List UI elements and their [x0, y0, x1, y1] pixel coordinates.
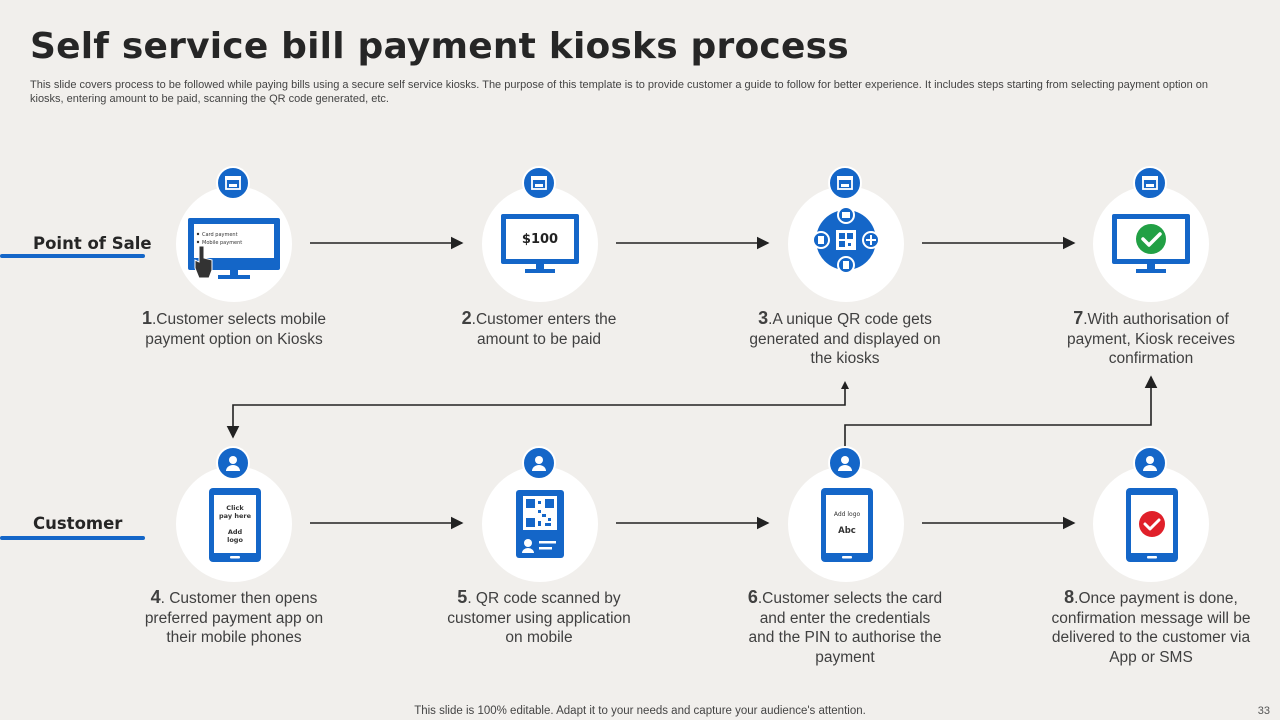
- page-number: 33: [1257, 705, 1270, 717]
- step-3-number: 3: [758, 308, 769, 328]
- kiosk-store-icon: [828, 166, 862, 200]
- step-4-text: 4. Customer then opens preferred payment…: [134, 587, 334, 648]
- step-2-text: 2.Customer enters the amount to be paid: [439, 308, 639, 349]
- mobile-card-icon: Add logo Abc: [821, 488, 873, 562]
- footer-note: This slide is 100% editable. Adapt it to…: [414, 705, 866, 717]
- user-icon: [216, 446, 250, 480]
- step-6-number: 6: [747, 587, 758, 607]
- lane-line-point-of-sale: [0, 254, 145, 258]
- kiosk-store-icon: [1133, 166, 1167, 200]
- user-icon: [1133, 446, 1167, 480]
- kiosk-store-icon: [522, 166, 556, 200]
- monitor-icon: $100: [501, 214, 579, 273]
- step-1-description: .Customer selects mobile payment option …: [145, 311, 327, 348]
- step-3-description: .A unique QR code gets generated and dis…: [749, 311, 941, 367]
- lane-label-customer: Customer: [33, 514, 123, 533]
- mobile-payment-text: Mobile payment: [202, 240, 242, 246]
- user-icon: [522, 446, 556, 480]
- qr-network-icon: [812, 206, 880, 274]
- user-icon: [828, 446, 862, 480]
- step-5-text: 5. QR code scanned by customer using app…: [439, 587, 639, 648]
- monitor-check-icon: [1112, 214, 1190, 273]
- amount-text: $100: [522, 232, 558, 247]
- card-payment-text: Card payment: [202, 232, 238, 238]
- abc-text: Abc: [838, 526, 856, 536]
- kiosk-store-icon: [216, 166, 250, 200]
- step-1-text: 1.Customer selects mobile payment option…: [134, 308, 334, 349]
- step-4-number: 4: [150, 587, 161, 607]
- step-5-description: . QR code scanned by customer using appl…: [447, 590, 631, 646]
- step-4-description: . Customer then opens preferred payment …: [144, 590, 324, 646]
- arrow-6-to-7: [844, 375, 1158, 448]
- step-1-number: 1: [141, 308, 152, 328]
- qr-scan-phone-icon: [516, 490, 564, 558]
- page-title: Self service bill payment kiosks process: [30, 26, 849, 67]
- kiosk-screen-icon: Card payment Mobile payment: [188, 218, 280, 279]
- lane-label-point-of-sale: Point of Sale: [33, 234, 152, 253]
- step-2-number: 2: [461, 308, 472, 328]
- step-8-text: 8.Once payment is done, confirmation mes…: [1051, 587, 1251, 667]
- step-3-text: 3.A unique QR code gets generated and di…: [745, 308, 945, 369]
- lane-line-customer: [0, 536, 145, 540]
- step-8-number: 8: [1064, 587, 1075, 607]
- mobile-confirmation-icon: [1126, 488, 1178, 562]
- add-logo-text: Add logo: [834, 511, 861, 518]
- step-6-description: .Customer selects the card and enter the…: [748, 590, 943, 666]
- step-5-number: 5: [457, 587, 468, 607]
- step-2-description: .Customer enters the amount to be paid: [471, 311, 617, 348]
- step-7-text: 7.With authorisation of payment, Kiosk r…: [1051, 308, 1251, 369]
- step-8-description: .Once payment is done, confirmation mess…: [1051, 590, 1251, 666]
- step-6-text: 6.Customer selects the card and enter th…: [745, 587, 945, 667]
- arrow-3-to-4: [226, 383, 846, 439]
- page-subtitle: This slide covers process to be followed…: [30, 79, 1208, 105]
- step-7-number: 7: [1073, 308, 1084, 328]
- step-7-description: .With authorisation of payment, Kiosk re…: [1067, 311, 1235, 367]
